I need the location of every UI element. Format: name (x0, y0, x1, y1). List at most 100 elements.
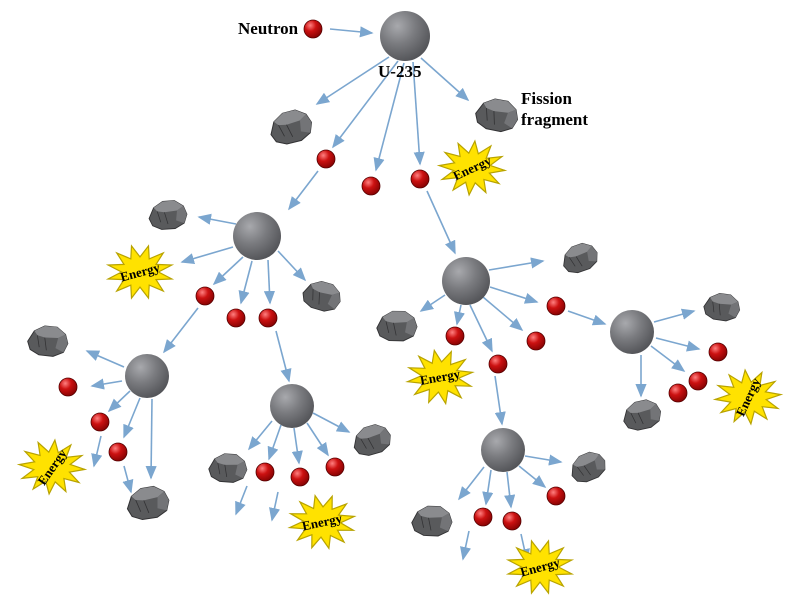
arrow (107, 390, 131, 413)
arrow (288, 170, 319, 211)
neutron-particle (546, 486, 566, 506)
neutron-particle (546, 296, 566, 316)
neutron-particle (526, 331, 546, 351)
neutron-particle (108, 442, 128, 462)
neutron-particle (502, 511, 522, 531)
arrow (180, 246, 234, 264)
fission-fragment-icon (353, 424, 391, 456)
fission-fragment-icon (571, 451, 606, 483)
energy-star-icon (712, 368, 784, 426)
u235-label: U-235 (378, 62, 422, 81)
energy-burst: Energy (405, 348, 475, 406)
arrow (329, 26, 374, 38)
fission-fragment-icon (148, 200, 188, 230)
arrow (291, 427, 303, 465)
arrow (275, 330, 292, 383)
arrow (90, 378, 123, 390)
fission-fragment-icon (623, 399, 662, 431)
neutron-particle (255, 462, 275, 482)
arrow (420, 57, 470, 102)
arrow (488, 257, 545, 271)
arrow (332, 60, 399, 149)
arrow (91, 435, 103, 468)
energy-burst: Energy (436, 139, 508, 197)
u235-nucleus (481, 428, 525, 472)
neutrons-layer (58, 19, 728, 531)
arrow (145, 398, 157, 480)
energy-layer: EnergyEnergyEnergyEnergyEnergyEnergyEner… (16, 139, 784, 595)
neutron-particle (688, 371, 708, 391)
u235-nucleus (380, 11, 430, 61)
arrow (567, 310, 607, 326)
neutron-particle (668, 383, 688, 403)
arrow (163, 307, 199, 354)
energy-star-icon (436, 139, 508, 197)
fission-fragment-icon (703, 293, 741, 322)
arrow (212, 256, 244, 286)
arrow (269, 491, 280, 522)
fission-fragment-icon (208, 453, 248, 483)
energy-star-icon (505, 539, 575, 595)
neutron-particle (303, 19, 323, 39)
arrow (653, 308, 696, 323)
arrow (373, 62, 405, 172)
arrow (482, 469, 494, 506)
neutron-particle (325, 457, 345, 477)
arrow (238, 260, 253, 305)
fragments-layer (27, 98, 741, 537)
arrow (267, 424, 282, 461)
neutron-particle (708, 342, 728, 362)
arrow (482, 296, 524, 332)
energy-burst: Energy (712, 368, 784, 426)
arrow (312, 412, 351, 433)
neutron-particle (316, 149, 336, 169)
arrow (518, 465, 547, 489)
neutron-particle (361, 176, 381, 196)
neutron-particle (290, 467, 310, 487)
fission-fragment-icon (126, 485, 170, 521)
neutron-particle (90, 412, 110, 432)
arrow (247, 420, 273, 451)
arrow (277, 250, 307, 282)
energy-star-icon (105, 244, 175, 300)
neutron-particle (58, 377, 78, 397)
arrows-layer (85, 26, 701, 563)
energy-star-icon (287, 493, 357, 551)
arrow (504, 471, 516, 509)
arrow (489, 286, 539, 304)
fission-fragment-icon (475, 98, 519, 133)
neutron-particle (488, 354, 508, 374)
u235-nucleus (233, 212, 281, 260)
u235-nucleus (442, 257, 490, 305)
energy-burst: Energy (16, 438, 88, 496)
arrow (306, 422, 329, 457)
arrow (469, 304, 493, 353)
neutron-particle (195, 286, 215, 306)
arrow (524, 454, 563, 466)
fission-fragment-icon (270, 109, 313, 145)
arrow (412, 61, 425, 166)
energy-label: Energy (419, 366, 462, 388)
energy-burst: Energy (505, 539, 575, 595)
arrow (123, 397, 141, 439)
neutron-particle (258, 308, 278, 328)
fission-fragment-icon (302, 281, 341, 312)
arrow (655, 337, 701, 352)
arrow (650, 345, 686, 372)
arrow (426, 190, 456, 255)
arrow (419, 294, 446, 312)
energy-burst: Energy (287, 493, 357, 551)
u235-nucleus (125, 354, 169, 398)
fission-fragment-icon (376, 310, 418, 342)
arrow (197, 213, 237, 225)
fission-fragment-icon (27, 325, 69, 357)
arrow (494, 375, 506, 426)
arrow (453, 304, 465, 326)
energy-star-icon (405, 348, 475, 406)
energy-star-icon (16, 438, 88, 496)
arrow (85, 350, 125, 368)
u235-nucleus (270, 384, 314, 428)
fission-fragment-icon (411, 505, 453, 537)
u235-nucleus (610, 310, 654, 354)
